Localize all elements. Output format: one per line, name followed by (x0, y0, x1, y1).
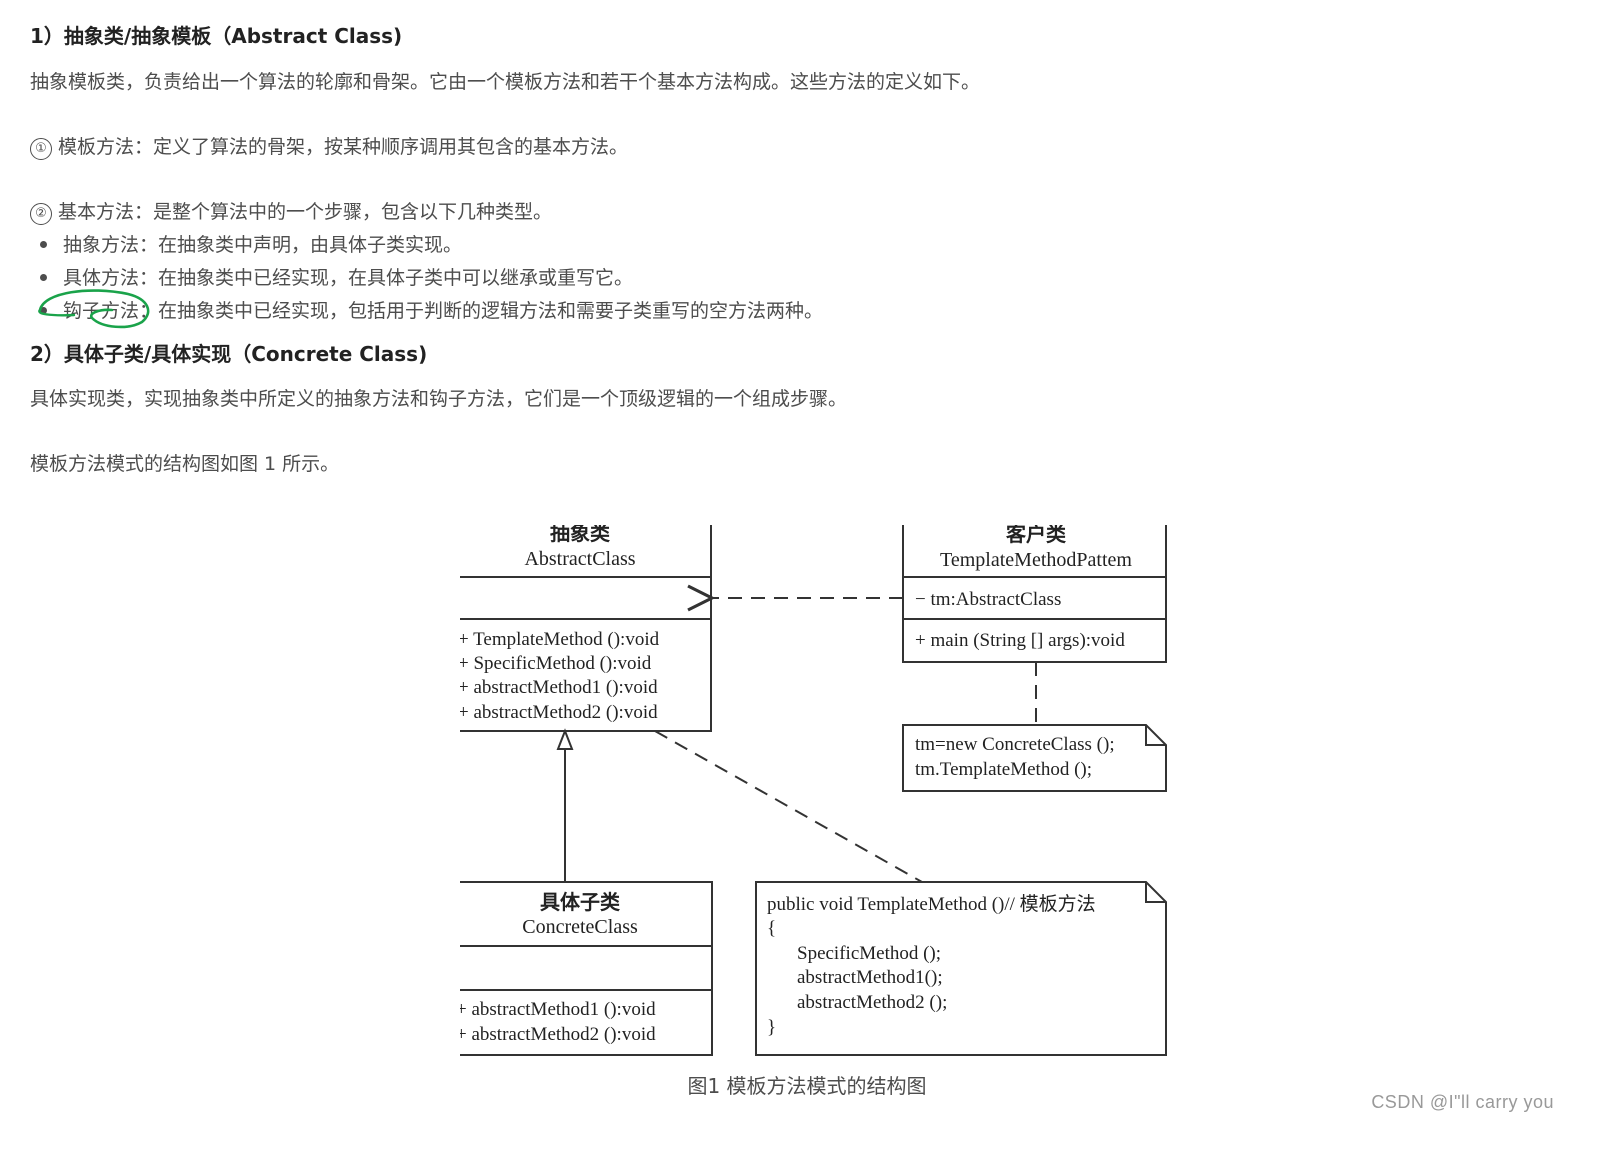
abstract-class-intro: 抽象模板类，负责给出一个算法的轮廓和骨架。它由一个模板方法和若干个基本方法构成。… (30, 71, 981, 93)
figure-caption: 图1 模板方法模式的结构图 (687, 1074, 927, 1098)
bullet-dot-icon (40, 273, 47, 281)
section-heading-abstract-class: 1）抽象类/抽象模板（Abstract Class) (30, 24, 403, 48)
circled-number-2: ② (30, 203, 52, 225)
list-item-text: 具体方法：在抽象类中已经实现，在具体子类中可以继承或重写它。 (63, 267, 634, 289)
list-item: 抽象方法：在抽象类中声明，由具体子类实现。 (30, 230, 462, 257)
concrete-class-text: 具体实现类，实现抽象类中所定义的抽象方法和钩子方法，它们是一个顶级逻辑的一个组成… (30, 388, 848, 410)
client-class-box: 客户类 TemplateMethodPattem − tm:AbstractCl… (902, 525, 1167, 663)
concrete-class-title-cn: 具体子类 (540, 890, 620, 914)
template-note-line: SpecificMethod (); (797, 943, 941, 964)
template-note-line: { (767, 918, 776, 939)
client-note-line: tm=new ConcreteClass (); (915, 734, 1115, 755)
template-method-note: public void TemplateMethod ()// 模板方法 { S… (755, 881, 1167, 1056)
list-item: 钩子方法：在抽象类中已经实现，包括用于判断的逻辑方法和需要子类重写的空方法两种。 (30, 296, 823, 323)
client-class-attribute: − tm:AbstractClass (915, 589, 1061, 610)
client-class-method: + main (String [] args):void (915, 630, 1125, 651)
template-note-line: abstractMethod1(); (797, 967, 943, 988)
abstract-class-title-en: AbstractClass (524, 548, 635, 570)
list-item: 具体方法：在抽象类中已经实现，在具体子类中可以继承或重写它。 (30, 263, 633, 290)
concrete-class-box: 具体子类 ConcreteClass + abstractMethod1 ():… (460, 881, 713, 1056)
figure-intro: 模板方法模式的结构图如图 1 所示。 (30, 453, 340, 475)
green-annotation-circle-icon (38, 289, 150, 329)
list-item-text: 抽象方法：在抽象类中声明，由具体子类实现。 (63, 234, 463, 256)
client-note-line: tm.TemplateMethod (); (915, 759, 1092, 780)
template-note-line: abstractMethod2 (); (797, 992, 947, 1013)
section-heading-concrete-class: 2）具体子类/具体实现（Concrete Class) (30, 342, 428, 366)
abstract-class-box: 抽象类 AbstractClass + TemplateMethod ():vo… (460, 525, 712, 732)
abstract-class-method: + abstractMethod2 ():void (460, 702, 658, 723)
uml-structure-diagram: 抽象类 AbstractClass + TemplateMethod ():vo… (460, 525, 1167, 1056)
template-note-line: public void TemplateMethod ()// 模板方法 (767, 893, 1096, 915)
abstract-class-method: + TemplateMethod ():void (460, 629, 660, 650)
bullet-dot-icon (40, 240, 47, 248)
client-class-title-en: TemplateMethodPattem (940, 549, 1132, 571)
item-basic-method-text: 基本方法：是整个算法中的一个步骤，包含以下几种类型。 (58, 201, 553, 223)
concrete-class-title-en: ConcreteClass (522, 916, 638, 938)
list-item-text: 钩子方法：在抽象类中已经实现，包括用于判断的逻辑方法和需要子类重写的空方法两种。 (63, 300, 824, 322)
concrete-class-method: + abstractMethod1 ():void (460, 999, 656, 1020)
abstract-class-method: + abstractMethod1 ():void (460, 677, 658, 698)
abstract-class-title-cn: 抽象类 (550, 525, 610, 545)
bullet-dot-icon (40, 306, 47, 314)
note-connector-template (654, 730, 923, 883)
item-template-method: ① 模板方法：定义了算法的骨架，按某种顺序调用其包含的基本方法。 (30, 132, 628, 160)
client-class-title-cn: 客户类 (1005, 525, 1066, 546)
concrete-class-method: + abstractMethod2 ():void (460, 1024, 656, 1045)
circled-number-1: ① (30, 138, 52, 160)
client-note: tm=new ConcreteClass (); tm.TemplateMeth… (902, 724, 1167, 792)
item-basic-method: ② 基本方法：是整个算法中的一个步骤，包含以下几种类型。 (30, 197, 552, 225)
watermark: CSDN @I"ll carry you (1371, 1092, 1554, 1112)
abstract-class-method: + SpecificMethod ():void (460, 653, 652, 674)
generalization-arrow-icon (556, 728, 574, 750)
item-template-method-text: 模板方法：定义了算法的骨架，按某种顺序调用其包含的基本方法。 (58, 136, 629, 158)
template-note-line: } (767, 1017, 776, 1038)
